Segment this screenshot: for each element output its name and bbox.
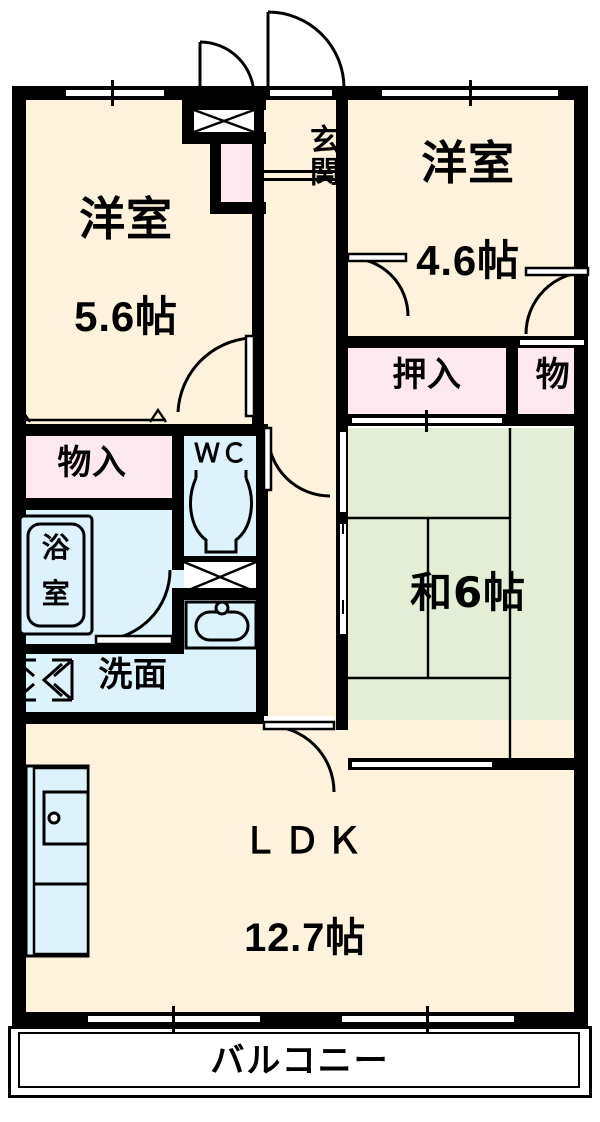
- label-ldk-size: 12.7帖: [244, 916, 366, 960]
- youshitsu-right-door-right: [524, 266, 590, 335]
- label-youshitsu-left-size: 5.6帖: [74, 293, 178, 340]
- room-fill-genkan: [264, 92, 336, 432]
- balcony-inner-line: [18, 1032, 580, 1088]
- label-senmen: 洗面: [98, 655, 168, 695]
- room-fill-wc: [184, 432, 260, 562]
- wall-bath-right: [172, 596, 184, 648]
- wall-monoire-bottom: [12, 498, 184, 510]
- washitsu-sliding-door: [340, 432, 346, 634]
- monoire-door-marks: [13, 407, 167, 423]
- shoe-box-icon: [193, 108, 255, 134]
- wall-genkan-storage-bottom: [210, 202, 266, 214]
- wall-oshiire-divider: [506, 340, 518, 424]
- wall-shoebox-bottom: [182, 132, 266, 144]
- wall-hall-right: [336, 344, 348, 426]
- label-wc: ＷＣ: [193, 438, 248, 468]
- wall-monoire-top: [12, 424, 268, 436]
- label-youshitsu-right-size: 4.6帖: [416, 237, 520, 284]
- closet-fill-monoire: [12, 428, 172, 504]
- wc-cabinet-icon: [183, 560, 257, 594]
- exterior-wall-bottom: [12, 1012, 588, 1026]
- wall-sanitary-right: [256, 424, 268, 724]
- label-mono-right: 物: [535, 355, 571, 395]
- genkan-inner-door: [262, 426, 331, 498]
- balcony-window-right-tick: [426, 1006, 429, 1032]
- genkan-step-line-2: [264, 178, 336, 181]
- top-window-left: [66, 90, 164, 96]
- label-yokushitsu-line2: 室: [41, 577, 71, 610]
- bathtub-fixture: [18, 514, 94, 636]
- exterior-wall-right: [574, 86, 588, 1020]
- label-yokushitsu-line1: 浴: [41, 531, 71, 564]
- wall-sanitary-bottom: [12, 712, 268, 724]
- wall-right-room-bottom: [348, 336, 588, 348]
- entrance-door: [266, 10, 346, 89]
- wall-wc-box-bottom: [172, 588, 268, 600]
- ldk-hall-door: [262, 720, 336, 793]
- room-fill-youshitsu-right: [348, 92, 588, 342]
- tatami-mats: [348, 428, 512, 758]
- top-window-left-tick: [111, 80, 114, 106]
- closet-fill-oshiire: [348, 348, 506, 420]
- ldk-hall-door-gap: [264, 716, 334, 721]
- room-fill-ldk: [12, 720, 588, 1020]
- mono-door-gap: [520, 340, 584, 345]
- oshiire-tick: [425, 410, 428, 432]
- washbasin-fixture: [184, 600, 258, 650]
- label-genkan: 玄関: [304, 124, 339, 188]
- bath-door: [94, 569, 174, 646]
- label-ldk-name: ＬＤＫ: [241, 821, 368, 862]
- label-oshiire: 押入: [392, 355, 462, 395]
- wall-wc-left: [172, 424, 184, 570]
- wall-senmen-top: [12, 644, 184, 654]
- label-monoire: 物入: [57, 443, 127, 483]
- label-youshitsu-right-name: 洋室: [421, 136, 515, 190]
- top-window-right-tick: [469, 80, 472, 106]
- wall-genkan-right: [336, 92, 348, 344]
- kitchen-counter-sink: [24, 764, 90, 958]
- genkan-secondary-door: [198, 40, 256, 97]
- top-window-genkan: [270, 90, 332, 96]
- wall-shoebox-top: [182, 98, 266, 110]
- washing-machine-pan: [14, 658, 74, 702]
- label-washitsu: 和6帖: [410, 568, 526, 617]
- youshitsu-left-door: [176, 334, 256, 418]
- label-youshitsu-left-name: 洋室: [79, 192, 173, 246]
- wall-genkan-storage-left: [210, 140, 221, 214]
- label-balcony: バルコニー: [210, 1041, 390, 1081]
- room-fill-washitsu: [348, 428, 588, 766]
- washitsu-bottom-gap: [352, 762, 492, 767]
- balcony-window-left-tick: [172, 1006, 175, 1032]
- toilet-fixture: [189, 470, 253, 554]
- wall-left-room-right: [252, 92, 264, 222]
- youshitsu-right-door-left: [346, 252, 410, 317]
- genkan-step-line: [264, 170, 336, 173]
